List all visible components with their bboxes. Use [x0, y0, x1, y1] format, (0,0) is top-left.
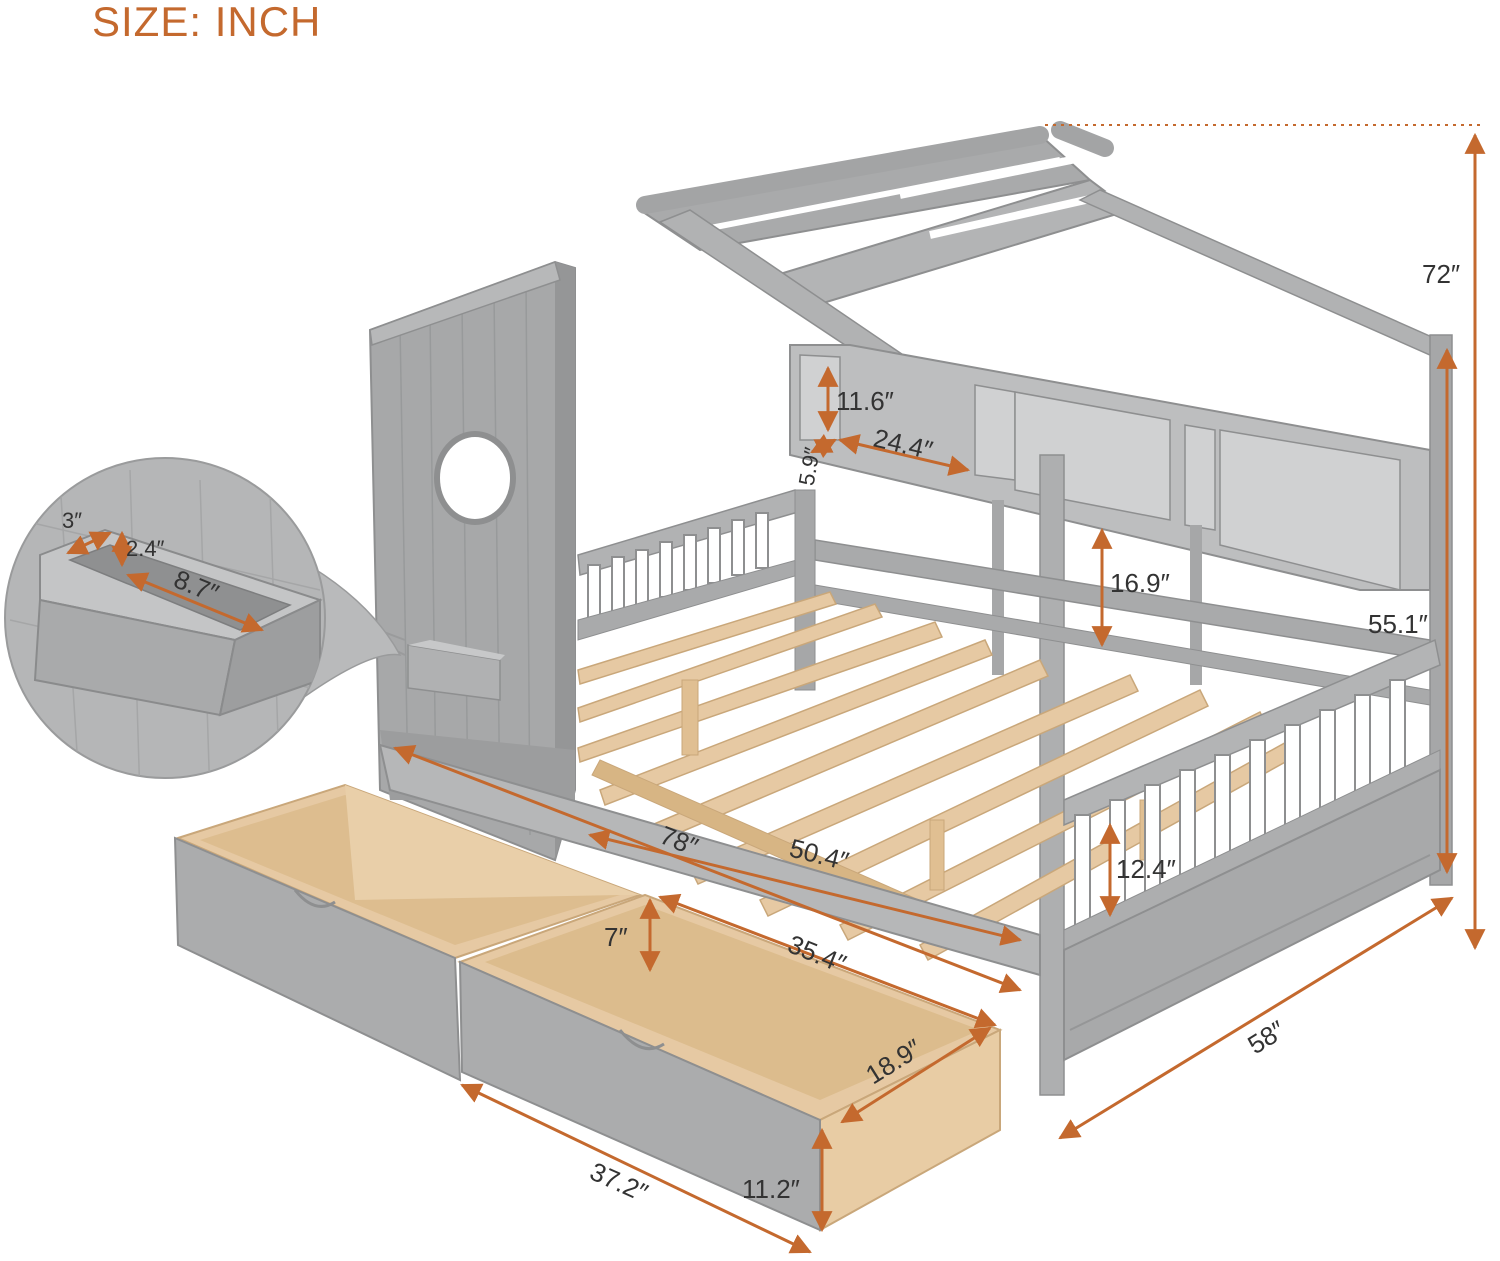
label-rail-gap: 16.9″	[1110, 568, 1170, 598]
porthole-window	[434, 431, 516, 525]
headboard-roof-edge	[369, 261, 561, 347]
dim-shelf-width	[837, 434, 971, 476]
dim-pocket-length	[126, 572, 264, 633]
label-pocket-depth: 3″	[62, 508, 82, 533]
dim-drawer-inner-length	[658, 893, 997, 1029]
label-drawer-inner-depth: 7″	[604, 922, 628, 952]
label-drawer-height: 11.2″	[742, 1174, 800, 1204]
label-guardrail-height: 12.4″	[1116, 854, 1176, 884]
label-drawer-length: 37.2″	[586, 1156, 653, 1208]
label-pocket-height: 2.4″	[126, 536, 165, 561]
dim-shelf-depth	[810, 433, 837, 459]
drawer-left-front	[173, 836, 462, 1082]
dim-drawer-inner-width	[840, 1026, 992, 1124]
headboard-side	[555, 262, 575, 860]
label-shelf-height: 11.6″	[836, 386, 894, 416]
back-rafter	[1078, 189, 1452, 356]
label-shelf-depth: 5.9″	[794, 445, 825, 487]
dim-drawer-length	[460, 1083, 812, 1254]
page-title: SIZE: INCH	[92, 0, 322, 45]
label-post-height: 55.1″	[1368, 609, 1428, 639]
label-overall-height: 72″	[1422, 259, 1460, 289]
roof-ridge	[636, 126, 1049, 214]
dimension-lines	[66, 124, 1486, 1254]
dim-pocket-depth	[66, 531, 112, 555]
dim-bed-width	[1058, 896, 1454, 1140]
